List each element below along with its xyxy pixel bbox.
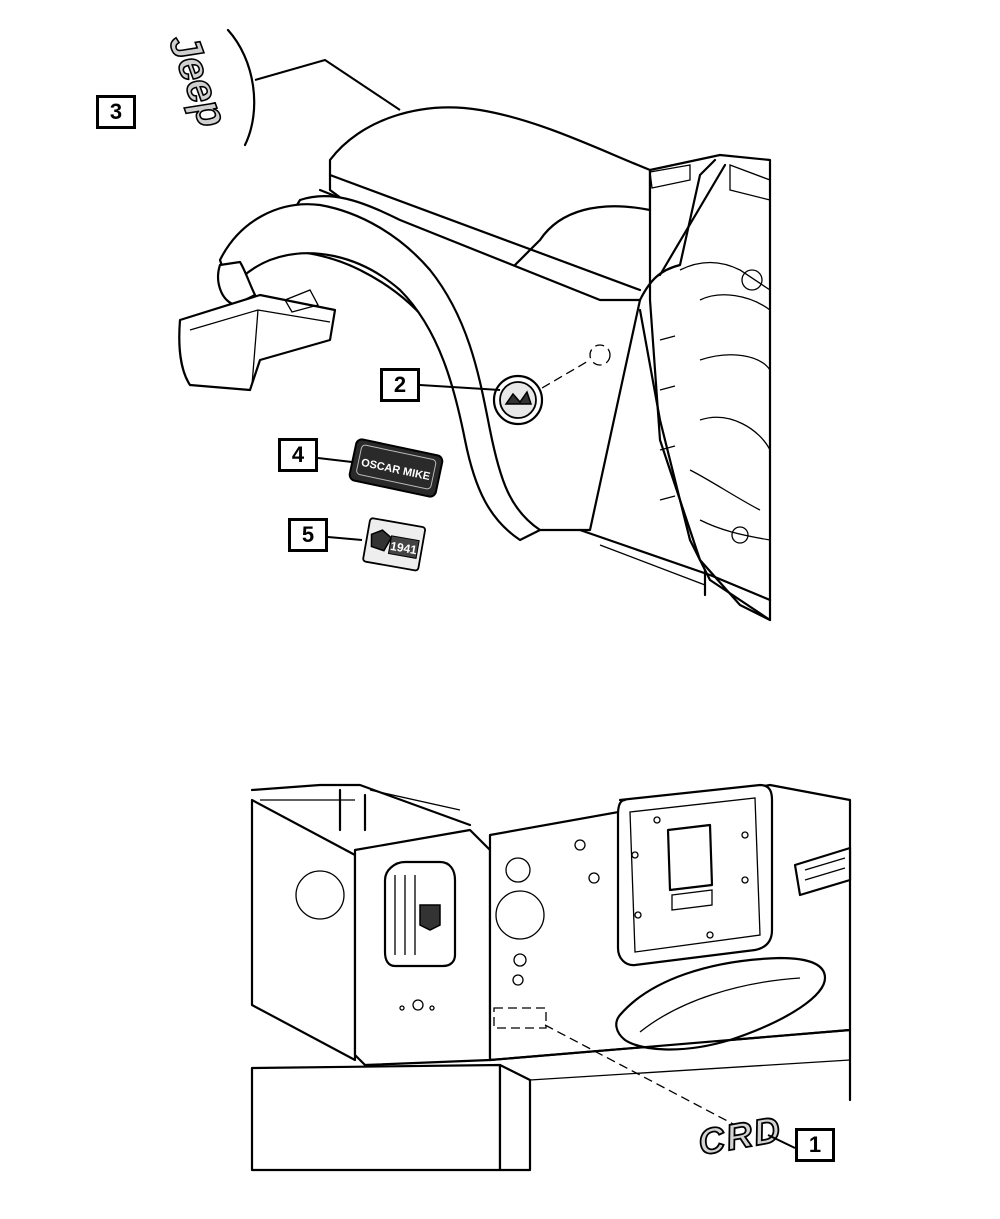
callout-1: 1	[795, 1128, 835, 1162]
callout-3-number: 3	[109, 99, 123, 124]
oscar-mike-badge: OSCAR MIKE	[348, 438, 444, 498]
callout-2: 2	[380, 368, 420, 402]
callout-4: 4	[278, 438, 318, 472]
rear-tailgate-view	[250, 783, 852, 1172]
front-fender-view	[178, 106, 772, 622]
callout-5-number: 5	[301, 522, 315, 547]
crd-badge: CRD	[694, 1107, 786, 1164]
leader-1	[767, 1134, 796, 1149]
year-1941-badge: 1941	[362, 517, 426, 572]
callout-2-number: 2	[393, 372, 407, 397]
callout-1-number: 1	[808, 1132, 822, 1157]
callout-3: 3	[96, 95, 136, 129]
jeep-script-badge: Jeep	[159, 26, 238, 134]
jeep-script-text: Jeep	[160, 27, 237, 133]
leader-4	[317, 457, 353, 463]
jeep-bracket-arc	[226, 28, 256, 147]
leader-3	[254, 58, 401, 111]
leader-5	[327, 536, 363, 541]
crd-text: CRD	[695, 1108, 785, 1163]
callout-5: 5	[288, 518, 328, 552]
leader-2	[419, 384, 501, 391]
callout-4-number: 4	[291, 442, 305, 467]
year-1941-text: 1941	[389, 539, 418, 557]
